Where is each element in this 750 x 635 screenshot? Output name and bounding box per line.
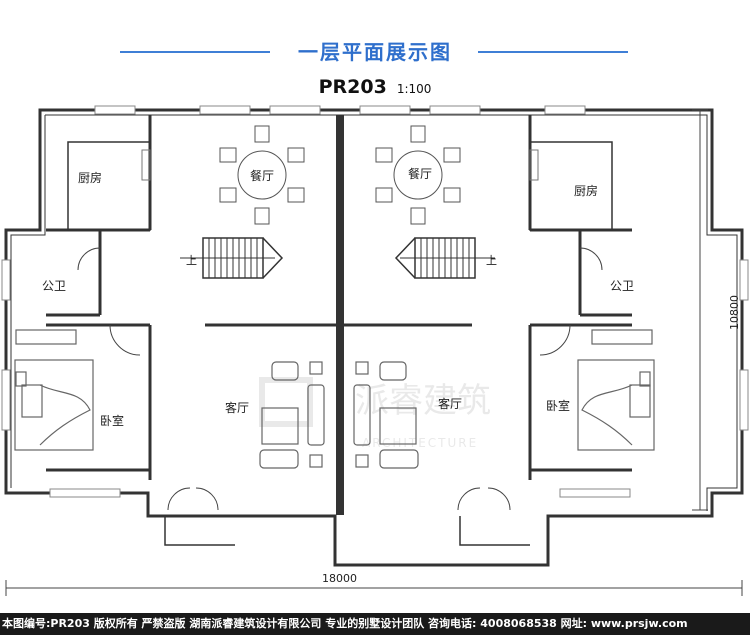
doors (77, 247, 603, 511)
room-label-bath-left: 公卫 (42, 279, 66, 293)
kitchen-counter-right (529, 149, 539, 181)
page-title: 一层平面展示图 (298, 40, 452, 64)
plan-scale: 1:100 (396, 82, 432, 96)
room-label-bath-right: 公卫 (610, 279, 634, 293)
room-labels: 厨房 厨房 餐厅 餐厅 公卫 公卫 卧室 卧室 客厅 客厅 (42, 166, 634, 428)
dining-table-right (375, 125, 461, 225)
room-label-kitchen-left: 厨房 (78, 170, 102, 185)
kitchen-right-box (529, 141, 613, 231)
plan-code: PR203 1:100 (0, 76, 750, 98)
stair-label-left: 上 (186, 254, 197, 267)
stair-label-right: 上 (486, 254, 497, 267)
room-label-living-left: 客厅 (225, 400, 249, 415)
dimension-width-label: 18000 (322, 572, 357, 585)
bed-right (577, 329, 655, 451)
watermark-main: 派睿建筑 (355, 381, 491, 421)
watermark-logo-icon (259, 377, 313, 427)
plan-number: PR203 (318, 76, 387, 98)
room-label-dining-left: 餐厅 (250, 168, 274, 183)
room-label-dining-right: 餐厅 (408, 166, 432, 181)
stair-right (394, 237, 495, 279)
windows (1, 105, 749, 498)
dimension-width (5, 580, 743, 596)
title-rule-left (120, 51, 270, 53)
dimension-height-label: 10800 (728, 295, 741, 330)
sofa-set-right (353, 361, 419, 469)
dimension-height (692, 109, 708, 511)
dining-table-left (219, 125, 305, 225)
kitchen-left-box (67, 141, 151, 231)
watermark-sub: ARCHITECTURE (362, 436, 478, 450)
kitchen-counter-left (141, 149, 151, 181)
title-bar: 一层平面展示图 (0, 36, 750, 66)
footer-banner: 本图编号:PR203 版权所有 严禁盗版 湖南派睿建筑设计有限公司 专业的别墅设… (0, 613, 750, 635)
room-label-bedroom-left: 卧室 (100, 413, 124, 428)
bed-left (14, 329, 94, 451)
porches (164, 516, 530, 546)
stair-left (180, 237, 284, 279)
title-rule-right (478, 51, 628, 53)
room-label-bedroom-right: 卧室 (546, 398, 570, 413)
room-label-kitchen-right: 厨房 (574, 183, 598, 198)
room-label-living-right: 客厅 (438, 396, 462, 411)
floor-plan: 派睿建筑 ARCHITECTURE (1, 105, 749, 596)
watermark: 派睿建筑 ARCHITECTURE (259, 377, 491, 450)
party-wall (336, 115, 344, 515)
sofa-set-left (259, 361, 325, 469)
